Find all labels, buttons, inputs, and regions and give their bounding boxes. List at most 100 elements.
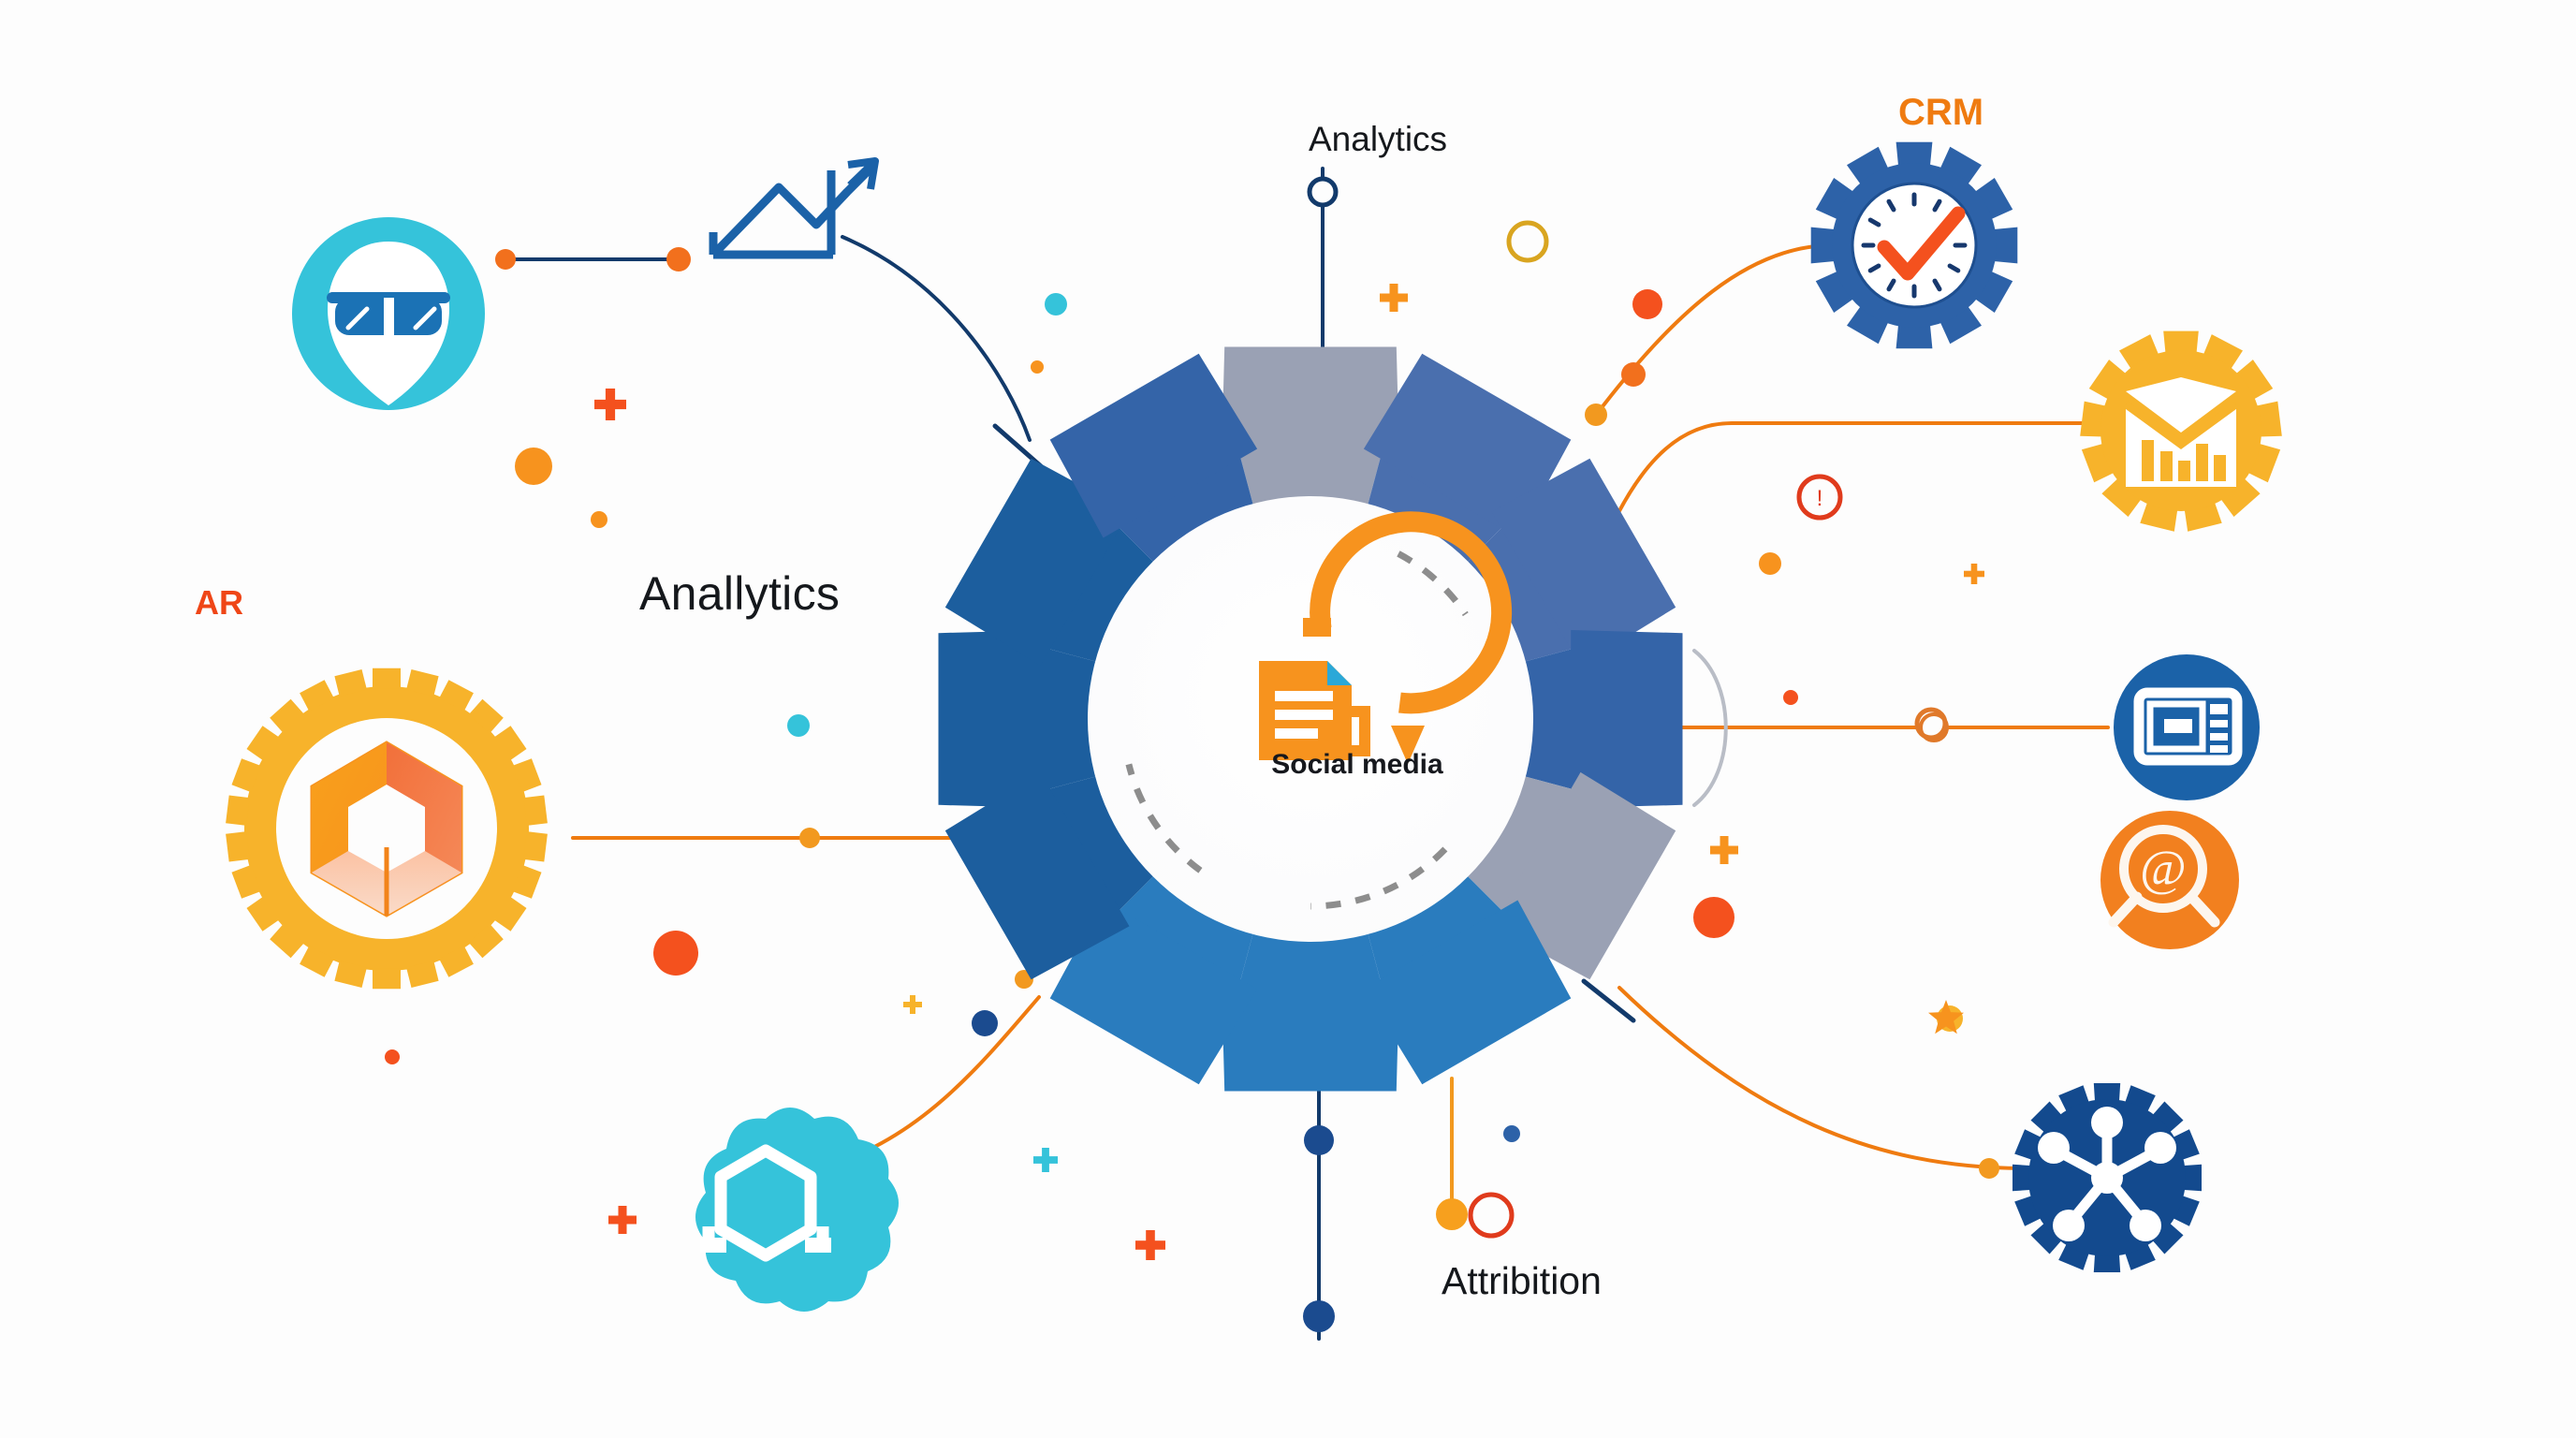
ar-gear-tooth: [270, 698, 305, 734]
email-search-node[interactable]: @: [2100, 811, 2239, 949]
gear-tooth: [1222, 346, 1399, 459]
ar-gear-tooth: [300, 680, 334, 712]
ar-gear-tooth: [231, 758, 261, 793]
decor-dot: [1783, 690, 1798, 705]
ar-gear-tooth: [334, 961, 367, 988]
ar-gear-tooth: [439, 946, 474, 977]
decor-ring: [1506, 220, 1549, 263]
gear-tooth: [938, 630, 1050, 808]
crm-clock-gear-node[interactable]: [1810, 141, 2018, 349]
connector-attrib: [1436, 1077, 1468, 1230]
dashed-arc: [1397, 550, 1469, 617]
plus-mark: [1380, 284, 1408, 312]
plus-mark: [1033, 1148, 1058, 1172]
connector-layer: [495, 167, 2110, 1341]
connector-trend: [841, 235, 1032, 442]
net-gear-tooth: [2181, 1164, 2202, 1192]
user-avatar-node[interactable]: [292, 217, 485, 410]
ar-gear-tooth: [468, 923, 504, 959]
decor-dot: [1693, 897, 1734, 938]
decor-ring: [1468, 1192, 1515, 1239]
circular-arrow-icon: [1310, 511, 1513, 714]
mail-gear-tooth: [2233, 360, 2274, 401]
ar-gear-tooth: [523, 831, 548, 862]
gear-tooth: [1049, 353, 1258, 538]
decor-dot: [1045, 293, 1067, 315]
decor-dot: [1031, 360, 1044, 374]
connector-badge: [827, 970, 1041, 1167]
plus-mark: [608, 1206, 637, 1234]
ar-gear-tooth: [246, 896, 280, 932]
document-refresh-icon: [1259, 661, 1370, 760]
connector-display: [1674, 649, 2110, 807]
decor-dot: [787, 714, 810, 737]
hub-label-social-media: Social media: [1271, 749, 1443, 780]
net-gear-tooth: [2030, 1101, 2064, 1135]
clock-tick: [1886, 198, 1896, 213]
connector-trend-tick: [992, 423, 1044, 469]
crm-gear-tooth: [1895, 322, 1933, 349]
display-panel-node[interactable]: [2114, 654, 2260, 800]
crm-gear-tooth: [1895, 141, 1933, 169]
net-gear-tooth: [2150, 1101, 2184, 1135]
ar-gear-tooth: [334, 669, 367, 697]
decor-ring: [1914, 707, 1948, 741]
circular-arrow-tail: [1303, 618, 1331, 637]
ar-gear-tooth: [512, 758, 542, 793]
mail-gear-tooth: [2101, 477, 2143, 517]
clock-tick: [1932, 278, 1942, 292]
ar-gear-tooth: [439, 680, 474, 712]
dashed-arc: [1125, 763, 1203, 873]
connector-crm: [1585, 243, 1835, 426]
ar-gear-tooth: [270, 923, 305, 959]
trend-chart-node[interactable]: [709, 157, 879, 259]
clock-tick: [1886, 278, 1896, 292]
gear-tooth: [944, 771, 1130, 980]
mail-gear-tooth: [2088, 360, 2129, 401]
decor-layer: !: [385, 220, 1984, 1260]
ar-gear-tooth: [468, 698, 504, 734]
gear-tooth: [1363, 900, 1572, 1085]
ar-gear-tooth: [406, 669, 439, 697]
label-anallytics: Anallytics: [639, 567, 841, 620]
gear-tooth: [1491, 771, 1676, 980]
ar-gear-tooth: [300, 946, 334, 977]
clock-tick: [1867, 263, 1881, 273]
connector-avatar: [495, 247, 691, 271]
ar-gear-tooth: [246, 726, 280, 761]
label-crm: CRM: [1898, 92, 1984, 133]
decor-dot: [1503, 1125, 1520, 1142]
ar-gear-tooth: [226, 831, 250, 862]
gear-tooth: [1222, 979, 1399, 1092]
net-gear-tooth: [2093, 1252, 2121, 1272]
net-gear-tooth: [2093, 1083, 2121, 1104]
connector-bottom: [1303, 1037, 1335, 1341]
label-ar: AR: [195, 583, 243, 622]
decor-dot: [1632, 289, 1662, 319]
crm-gear-tooth: [1991, 227, 2018, 264]
ar-cube-gear-node[interactable]: [226, 668, 548, 990]
plus-mark: [903, 995, 922, 1014]
decor-dot: [653, 931, 698, 976]
ar-gear-tooth: [231, 864, 261, 899]
mail-gear-tooth: [2219, 477, 2261, 517]
plus-mark: [1964, 564, 1984, 584]
decor-dot: [1759, 552, 1781, 575]
net-gear-tooth: [2012, 1164, 2033, 1192]
dashed-arc: [1310, 846, 1448, 910]
decor-dot: [385, 1049, 400, 1064]
decor-dot: [591, 511, 607, 528]
net-gear-tooth: [2030, 1221, 2064, 1255]
network-hub-gear-node[interactable]: [2012, 1083, 2202, 1272]
quality-badge-node[interactable]: [695, 1108, 899, 1312]
email-report-gear-node[interactable]: [2080, 330, 2282, 532]
decor-star: [1928, 1000, 1964, 1034]
plus-mark: [594, 389, 626, 420]
net-gear-tooth: [2150, 1221, 2184, 1255]
clock-tick: [1867, 217, 1881, 227]
central-gear: [938, 346, 1683, 1092]
ar-gear-tooth: [406, 961, 439, 988]
clock-tick: [1932, 198, 1942, 213]
ar-gear-tooth: [523, 795, 548, 826]
